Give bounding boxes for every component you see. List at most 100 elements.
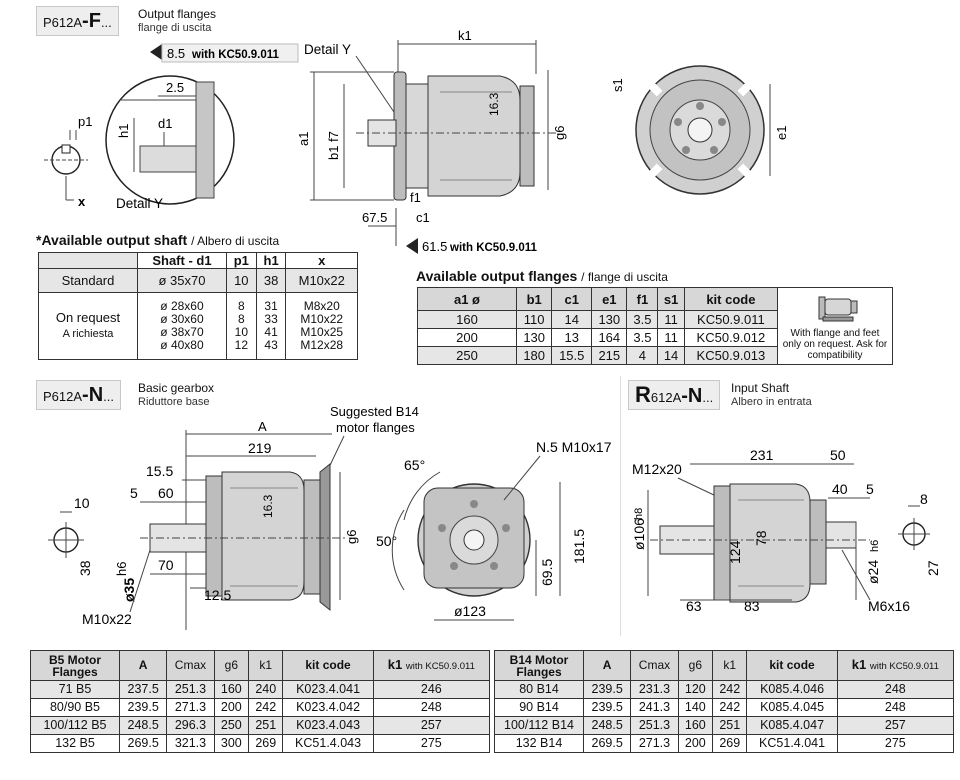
table-cell: M10x22: [285, 268, 358, 293]
table-cell: 237.5: [118, 680, 168, 699]
table-cell: 248.5: [582, 716, 632, 735]
table-cell: 250: [417, 346, 517, 365]
table-cell: 231.3: [630, 680, 679, 699]
table-cell: 269: [248, 734, 284, 753]
dim-83: 83: [744, 598, 760, 614]
b5-k1-label: k1: [387, 657, 403, 672]
table-cell: K085.4.046: [746, 680, 838, 699]
input-shaft-drawing: M12x20 231 50 40 5 8 124 78 ø106 h8 ø24 …: [631, 447, 941, 614]
table-cell: 275: [372, 734, 491, 753]
section-n-caption: Basic gearbox Riduttore base: [138, 381, 214, 409]
cell-line: 10: [234, 325, 248, 339]
dim-8-r: 8: [920, 491, 928, 507]
table-cell: 100/112 B14: [494, 716, 584, 735]
table-cell: 160: [213, 680, 250, 699]
table-cell: 321.3: [166, 734, 215, 753]
dim-d1: d1: [158, 116, 172, 131]
dim-5-r: 5: [866, 481, 874, 497]
on-request-it: A richiesta: [62, 328, 114, 340]
flange-th: a1 ø: [417, 287, 517, 311]
shaft-th-h1: h1: [255, 252, 287, 269]
dim-123: ø123: [454, 603, 486, 619]
dim-x: x: [78, 194, 86, 209]
table-cell: 251: [248, 716, 284, 735]
section-n-suffix: -N: [82, 384, 104, 406]
table-cell: 160: [417, 310, 517, 329]
table-cell: 242: [712, 680, 748, 699]
dim-124: 124: [727, 540, 743, 564]
cell-line: ø 30x60: [160, 312, 204, 326]
section-n-subtitle: Riduttore base: [138, 396, 210, 408]
table-cell: K023.4.041: [282, 680, 374, 699]
section-r-subtitle: Albero in entrata: [731, 396, 812, 408]
section-r-prefix: 612A: [650, 390, 682, 405]
dim-38: 38: [77, 560, 93, 576]
b5-th: B5 Motor Flanges: [30, 650, 120, 681]
cell-line: M8x20: [303, 299, 340, 313]
b5-th: kit code: [282, 650, 374, 681]
table-cell: 242: [248, 698, 284, 717]
table-cell: 251.3: [630, 716, 679, 735]
dim-181-5: 181.5: [571, 529, 587, 564]
table-row: 71 B5 237.5 251.3 160 240 K023.4.041 246: [30, 680, 491, 699]
table-cell: KC50.9.013: [683, 346, 779, 365]
table-cell: 269.5: [582, 734, 632, 753]
table-cell: 240: [248, 680, 284, 699]
shaft-th-blank: [38, 252, 138, 269]
dim-g6-side: g6: [552, 126, 567, 140]
table-cell: 257: [372, 716, 491, 735]
flange-th: b1: [515, 287, 553, 311]
table-cell: 239.5: [118, 698, 168, 717]
table-row: 80 B14 239.5 231.3 120 242 K085.4.046 24…: [494, 680, 955, 699]
table-cell: 200: [417, 328, 517, 347]
table-row: 132 B5 269.5 321.3 300 269 KC51.4.043 27…: [30, 734, 491, 753]
dim-40-r: 40: [832, 481, 848, 497]
dim-50-r: 50: [830, 447, 846, 463]
section-r-title: Input Shaft: [731, 381, 790, 395]
shaft-row-standard: Standard ø 35x70 10 38 M10x22: [38, 268, 358, 293]
table-cell: ø 35x70: [137, 268, 227, 293]
detail-y-label-bottom: Detail Y: [116, 196, 163, 211]
table-cell: 257: [836, 716, 955, 735]
table-cell: 31 33 41 43: [255, 292, 287, 360]
cell-line: ø 40x80: [160, 338, 204, 352]
flange-th: f1: [626, 287, 659, 311]
table-cell: 130: [515, 328, 553, 347]
table-cell: 246: [372, 680, 491, 699]
table-cell: ø 28x60 ø 30x60 ø 38x70 ø 40x80: [137, 292, 227, 360]
dim-60: 60: [158, 485, 174, 501]
table-cell: 8 8 10 12: [225, 292, 257, 360]
table-cell: 11: [657, 328, 685, 347]
callout-8-5-value: 8.5: [167, 46, 185, 61]
cell-line: 8: [237, 299, 245, 313]
flange-th: e1: [591, 287, 628, 311]
section-r-suffix: -N: [681, 385, 703, 407]
cell-line: 8: [237, 312, 245, 326]
table-cell: 248.5: [118, 716, 168, 735]
table-row: 200 130 13 164 3.5 11 KC50.9.012: [417, 328, 893, 347]
shaft-th-p1: p1: [225, 252, 257, 269]
table-row: 100/112 B5 248.5 296.3 250 251 K023.4.04…: [30, 716, 491, 735]
dim-69-5: 69.5: [539, 559, 555, 586]
table-cell: 14: [657, 346, 685, 365]
table-cell: 242: [712, 698, 748, 717]
shaft-standard-label: Standard: [38, 268, 138, 293]
callout-61-5-note: with KC50.9.011: [449, 242, 538, 254]
table-cell: 3.5: [626, 310, 659, 329]
table-cell: 248: [372, 698, 491, 717]
suggested-b14: Suggested B14: [330, 404, 419, 419]
b5-table: B5 Motor Flanges A Cmax g6 k1 kit code k…: [30, 650, 491, 753]
dim-24: ø24: [865, 560, 881, 584]
shaft-table-title-it: / Albero di uscita: [191, 234, 280, 248]
flange-note: With flange and feet only on request. As…: [782, 328, 888, 361]
b14-table-header: B14 Motor Flanges A Cmax g6 k1 kit code …: [494, 650, 955, 681]
table-cell: 275: [836, 734, 955, 753]
dim-27: 27: [925, 560, 941, 576]
table-cell: 200: [213, 698, 250, 717]
dim-35: ø35: [121, 578, 137, 602]
table-cell: 248: [836, 698, 955, 717]
b14-th: A: [582, 650, 632, 681]
b5-th: A: [118, 650, 168, 681]
section-f-dots: ...: [100, 15, 112, 30]
dim-h1: h1: [116, 124, 131, 138]
